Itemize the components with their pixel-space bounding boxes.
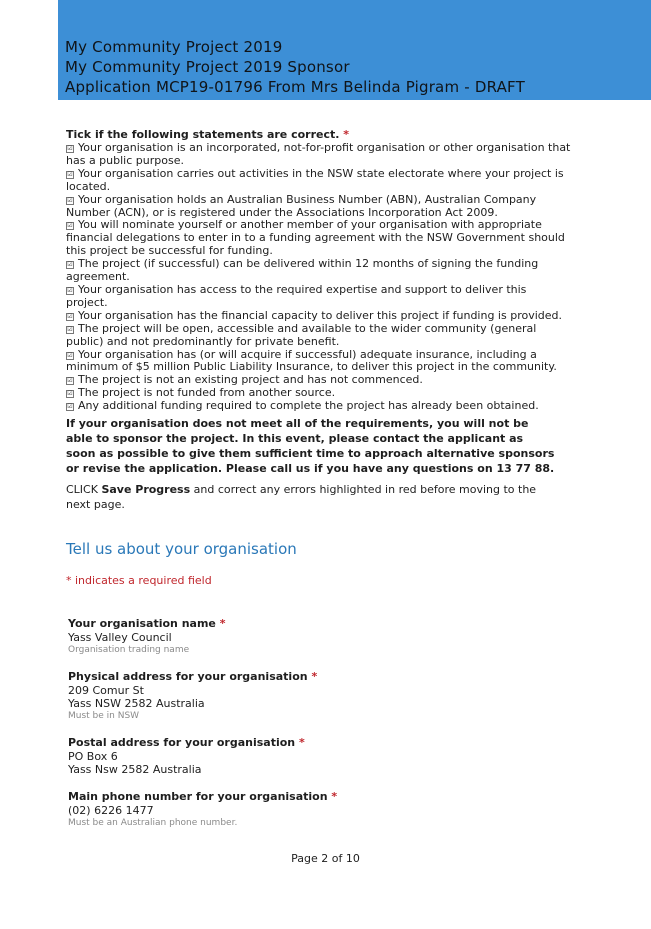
save-instruction: CLICK Save Progress and correct any erro…: [66, 482, 556, 512]
checklist-item-text: Your organisation has access to the requ…: [66, 282, 527, 309]
page-number: Page 2 of 10: [291, 852, 360, 865]
program-title: My Community Project 2019: [65, 38, 283, 56]
checked-checkbox-icon[interactable]: ☑: [66, 286, 74, 295]
checklist-item-text: The project (if successful) can be deliv…: [66, 257, 539, 284]
organisation-name-value: Yass Valley Council: [68, 631, 172, 644]
field-label: Physical address for your organisation *: [68, 670, 548, 684]
checklist-item: ☑Your organisation is an incorporated, n…: [66, 141, 571, 168]
field-label: Your organisation name *: [68, 617, 548, 631]
tick-section-title: Tick if the following statements are cor…: [66, 128, 571, 141]
checklist-item-text: Your organisation has the financial capa…: [78, 308, 563, 322]
checked-checkbox-icon[interactable]: ☑: [66, 261, 74, 270]
organisation-name-field: Your organisation name * Yass Valley Cou…: [68, 617, 548, 656]
locality-value: Yass NSW 2582 Australia: [68, 697, 205, 710]
phone-number-value: (02) 6226 1477: [68, 804, 154, 817]
locality-value: Yass Nsw 2582 Australia: [68, 763, 202, 776]
instruction-prefix: CLICK: [66, 483, 102, 496]
form-title: My Community Project 2019 Sponsor: [65, 58, 350, 76]
field-label-text: Main phone number for your organisation: [68, 790, 328, 803]
checked-checkbox-icon[interactable]: ☑: [66, 145, 74, 153]
checklist-item: ☑ Your organisation has the financial cap…: [66, 308, 571, 323]
required-marker: *: [219, 617, 226, 630]
field-hint: Must be an Australian phone number.: [68, 818, 238, 828]
physical-address-field: Physical address for your organisation *…: [68, 670, 548, 722]
checklist-item: ☑The project will be open, accessible an…: [66, 321, 571, 349]
checked-checkbox-icon[interactable]: ☑: [66, 222, 74, 231]
checklist-item-text: Your organisation is an incorporated, no…: [66, 141, 571, 167]
tick-section-title-text: Tick if the following statements are cor…: [66, 128, 340, 141]
checklist-item: ☑Your organisation has (or will acquire …: [66, 347, 571, 375]
street-address-value: 209 Comur St: [68, 684, 144, 697]
checked-checkbox-icon[interactable]: ☑: [66, 351, 74, 360]
checked-checkbox-icon[interactable]: ☑: [66, 377, 74, 386]
checklist-item-text: Your organisation carries out activities…: [66, 166, 564, 193]
checklist-item: ☑Your organisation has access to the req…: [66, 282, 571, 310]
checked-checkbox-icon[interactable]: ☑: [66, 312, 74, 321]
application-reference: Application MCP19-01796 From Mrs Belinda…: [65, 78, 525, 96]
checklist-item-text: The project is not funded from another s…: [78, 386, 336, 400]
field-label: Postal address for your organisation *: [68, 736, 548, 750]
save-progress-label: Save Progress: [101, 483, 191, 496]
checklist-item-text: The project is not an existing project a…: [78, 373, 423, 387]
checked-checkbox-icon[interactable]: ☑: [66, 390, 74, 399]
eligibility-warning: If your organisation does not meet all o…: [66, 417, 555, 475]
instruction-suffix: and correct any errors highlighted in re…: [66, 483, 537, 511]
required-marker: *: [298, 736, 305, 749]
po-box-value: PO Box 6: [68, 750, 118, 763]
application-header: My Community Project 2019 My Community P…: [58, 0, 651, 100]
checklist-item-text: Any additional funding required to compl…: [78, 399, 539, 413]
checked-checkbox-icon[interactable]: ☑: [66, 325, 74, 334]
checklist-item: ☑ The project is not funded from another …: [66, 386, 571, 400]
field-label: Main phone number for your organisation …: [68, 790, 548, 804]
organisation-section-title: Tell us about your organisation: [66, 540, 297, 558]
checklist-item: ☑Your organisation carries out activitie…: [66, 166, 571, 194]
checklist-item-text: You will nominate yourself or another me…: [66, 218, 565, 258]
checklist-item-text: Your organisation has (or will acquire i…: [66, 347, 557, 374]
checklist-item: ☑The project (if successful) can be deli…: [66, 257, 571, 284]
checked-checkbox-icon[interactable]: ☑: [66, 170, 74, 179]
field-label-text: Physical address for your organisation: [68, 670, 308, 683]
field-label-text: Your organisation name: [68, 617, 216, 630]
checklist-item-text: The project will be open, accessible and…: [66, 321, 537, 348]
checklist-item-text: Your organisation holds an Australian Bu…: [66, 192, 537, 219]
required-field-note: * indicates a required field: [66, 574, 212, 587]
field-hint: Organisation trading name: [68, 645, 190, 655]
required-marker: *: [343, 128, 350, 141]
required-marker: *: [311, 670, 318, 683]
postal-address-field: Postal address for your organisation * P…: [68, 736, 548, 776]
field-hint: Must be in NSW: [68, 711, 140, 721]
checklist-item: ☑Your organisation holds an Australian B…: [66, 192, 571, 220]
checked-checkbox-icon[interactable]: ☑: [66, 196, 74, 205]
checklist-item: ☑ The project is not an existing project …: [66, 373, 571, 387]
checklist-item: ☑ Any additional funding required to comp…: [66, 399, 571, 413]
phone-number-field: Main phone number for your organisation …: [68, 790, 548, 829]
required-marker: *: [331, 790, 338, 803]
field-label-text: Postal address for your organisation: [68, 736, 296, 749]
checklist-item: ☑You will nominate yourself or another m…: [66, 219, 571, 258]
eligibility-checklist: ☑Your organisation is an incorporated, n…: [66, 141, 571, 413]
checked-checkbox-icon[interactable]: ☑: [66, 403, 74, 412]
